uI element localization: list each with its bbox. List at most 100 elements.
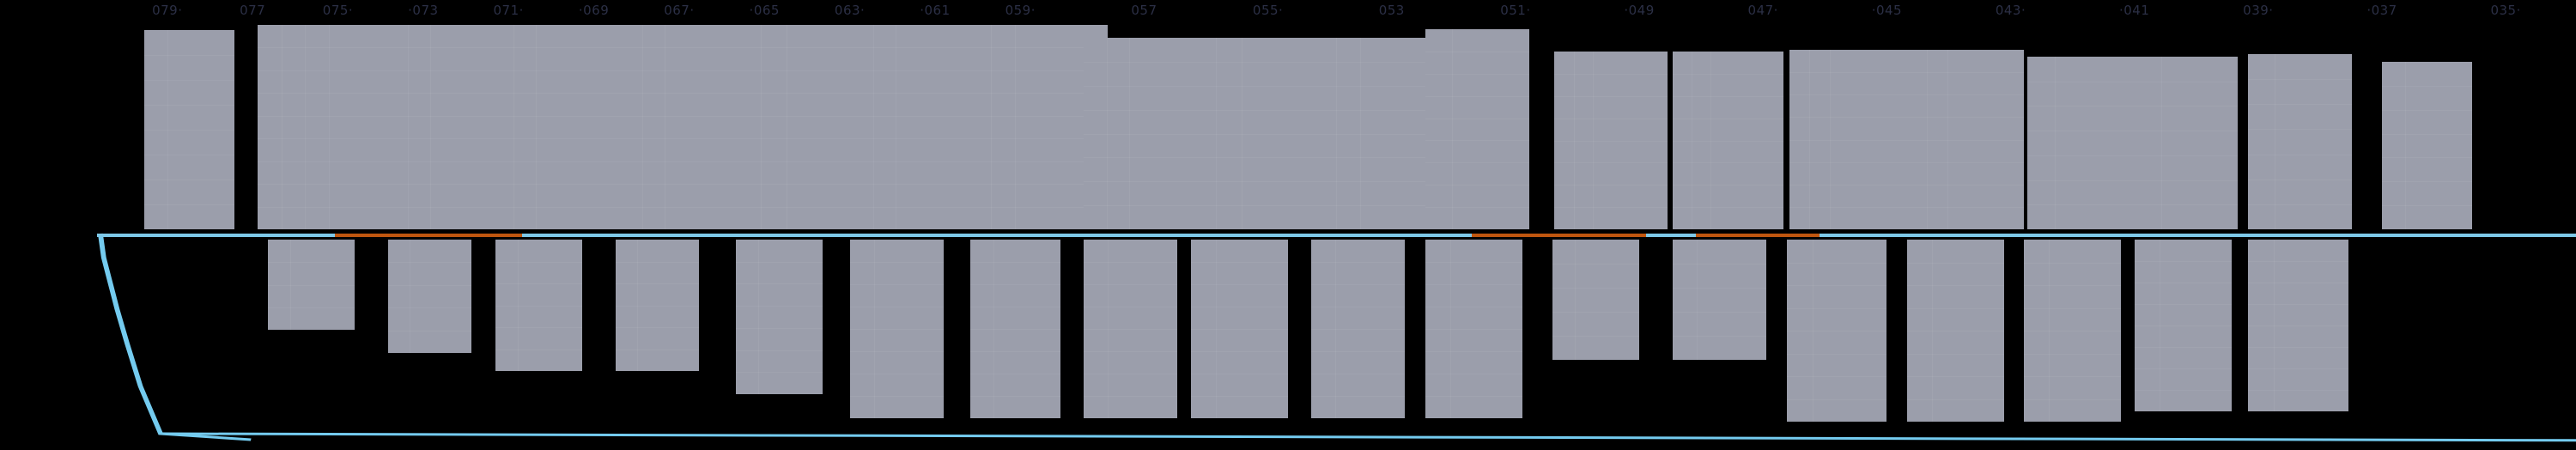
bay-label[interactable]: ·065	[749, 3, 780, 18]
cell-col-divider	[1812, 240, 1814, 422]
cell-row-divider	[736, 283, 823, 284]
container-cell-grid	[2382, 62, 2473, 229]
bay-label[interactable]: ·073	[408, 3, 439, 18]
above-deck-container-stack[interactable]	[2134, 57, 2239, 229]
cell-col-divider	[993, 240, 994, 418]
above-deck-container-stack[interactable]	[2027, 57, 2135, 229]
cell-row-divider	[2248, 261, 2349, 262]
cell-row-divider	[1191, 396, 1288, 397]
below-deck-container-stack[interactable]	[1191, 240, 1288, 418]
bay-label[interactable]: 075·	[322, 3, 354, 18]
hull-stern-path	[97, 233, 252, 441]
cell-row-divider	[2134, 368, 2232, 369]
cell-col-divider	[1830, 50, 1832, 229]
container-cell-grid	[1084, 240, 1178, 418]
above-deck-container-stack[interactable]	[849, 25, 984, 229]
below-deck-container-stack[interactable]	[2248, 240, 2349, 411]
below-deck-container-stack[interactable]	[267, 240, 355, 330]
cell-row-divider	[2134, 204, 2239, 205]
cell-col-divider	[873, 240, 875, 418]
below-deck-container-stack[interactable]	[1906, 240, 2004, 422]
below-deck-container-stack[interactable]	[2134, 240, 2232, 411]
cell-col-divider	[535, 25, 537, 229]
bay-label[interactable]: 057	[1131, 3, 1157, 18]
cell-row-divider	[969, 329, 1061, 330]
above-deck-container-stack[interactable]	[489, 25, 624, 229]
below-deck-container-stack[interactable]	[1552, 240, 1640, 360]
cell-row-divider	[1084, 284, 1178, 285]
bay-label[interactable]: 071·	[493, 3, 524, 18]
above-deck-container-stack[interactable]	[618, 25, 753, 229]
bay-label[interactable]: 079·	[152, 3, 183, 18]
bay-label[interactable]: ·049	[1624, 3, 1655, 18]
bay-label[interactable]: ·037	[2366, 3, 2397, 18]
deck-line-segment[interactable]	[96, 234, 335, 237]
above-deck-container-stack[interactable]	[1906, 50, 2025, 229]
above-deck-container-stack[interactable]	[1673, 52, 1783, 229]
deck-hatch-highlight[interactable]	[1472, 234, 1646, 237]
cell-row-divider	[2248, 347, 2349, 348]
deck-line-segment[interactable]	[1820, 234, 2576, 237]
cell-col-divider	[758, 240, 760, 394]
below-deck-container-stack[interactable]	[1084, 240, 1178, 418]
below-deck-container-stack[interactable]	[969, 240, 1061, 418]
deck-hatch-highlight[interactable]	[1696, 234, 1820, 237]
deck-line-segment[interactable]	[1645, 234, 1697, 237]
bay-label[interactable]: 077	[240, 3, 266, 18]
above-deck-container-stack[interactable]	[2248, 54, 2352, 229]
bay-label[interactable]: ·041	[2119, 3, 2150, 18]
cell-row-divider	[489, 47, 624, 48]
below-deck-container-stack[interactable]	[495, 240, 582, 371]
above-deck-container-stack[interactable]	[1425, 29, 1529, 229]
bay-label[interactable]: ·045	[1871, 3, 1903, 18]
container-cell-grid	[1906, 50, 2025, 229]
container-cell-grid	[2027, 57, 2135, 229]
deck-line-segment[interactable]	[521, 234, 1473, 237]
below-deck-container-stack[interactable]	[2024, 240, 2122, 422]
bay-label[interactable]: 055·	[1252, 3, 1284, 18]
bay-label[interactable]: 035·	[2490, 3, 2521, 18]
cell-col-divider	[408, 25, 410, 229]
deck-hatch-highlight[interactable]	[334, 234, 522, 237]
bay-label[interactable]: 059·	[1005, 3, 1036, 18]
bay-label[interactable]: ·061	[920, 3, 951, 18]
below-deck-container-stack[interactable]	[849, 240, 944, 418]
below-deck-container-stack[interactable]	[1786, 240, 1887, 422]
bay-label[interactable]: 053	[1378, 3, 1405, 18]
bay-label[interactable]: 067·	[664, 3, 695, 18]
below-deck-container-stack[interactable]	[387, 240, 472, 353]
cell-row-divider	[1673, 336, 1767, 337]
cell-row-divider	[143, 204, 234, 205]
bay-label[interactable]: 043·	[1995, 3, 2026, 18]
cell-row-divider	[2134, 304, 2232, 305]
bay-label[interactable]: 047·	[1747, 3, 1778, 18]
cell-row-divider	[2248, 104, 2352, 105]
bay-label[interactable]: 051·	[1500, 3, 1531, 18]
above-deck-container-stack[interactable]	[1789, 50, 1907, 229]
below-deck-container-stack[interactable]	[615, 240, 700, 371]
below-deck-container-stack[interactable]	[1425, 240, 1522, 418]
above-deck-container-stack[interactable]	[2382, 62, 2473, 229]
hull-bottom-path	[160, 432, 2576, 442]
below-deck-container-stack[interactable]	[736, 240, 823, 394]
cell-col-divider	[636, 240, 638, 371]
cell-row-divider	[1425, 284, 1522, 285]
cell-row-divider	[1673, 141, 1783, 142]
cell-col-divider	[2405, 62, 2407, 229]
cell-col-divider	[1809, 50, 1811, 229]
cell-row-divider	[1553, 74, 1668, 75]
below-deck-container-stack[interactable]	[1311, 240, 1406, 418]
cell-col-divider	[1129, 38, 1131, 229]
bay-label[interactable]: ·069	[578, 3, 610, 18]
cell-row-divider	[2024, 285, 2122, 286]
cell-row-divider	[2248, 368, 2349, 369]
cell-col-divider	[1574, 240, 1576, 360]
above-deck-container-stack[interactable]	[1553, 52, 1668, 229]
cell-row-divider	[1552, 312, 1640, 313]
cell-row-divider	[618, 184, 753, 185]
bay-label[interactable]: 039·	[2243, 3, 2274, 18]
above-deck-container-stack[interactable]	[143, 30, 234, 229]
below-deck-container-stack[interactable]	[1673, 240, 1767, 360]
bay-label[interactable]: 063·	[834, 3, 866, 18]
cell-col-divider	[1449, 240, 1451, 418]
